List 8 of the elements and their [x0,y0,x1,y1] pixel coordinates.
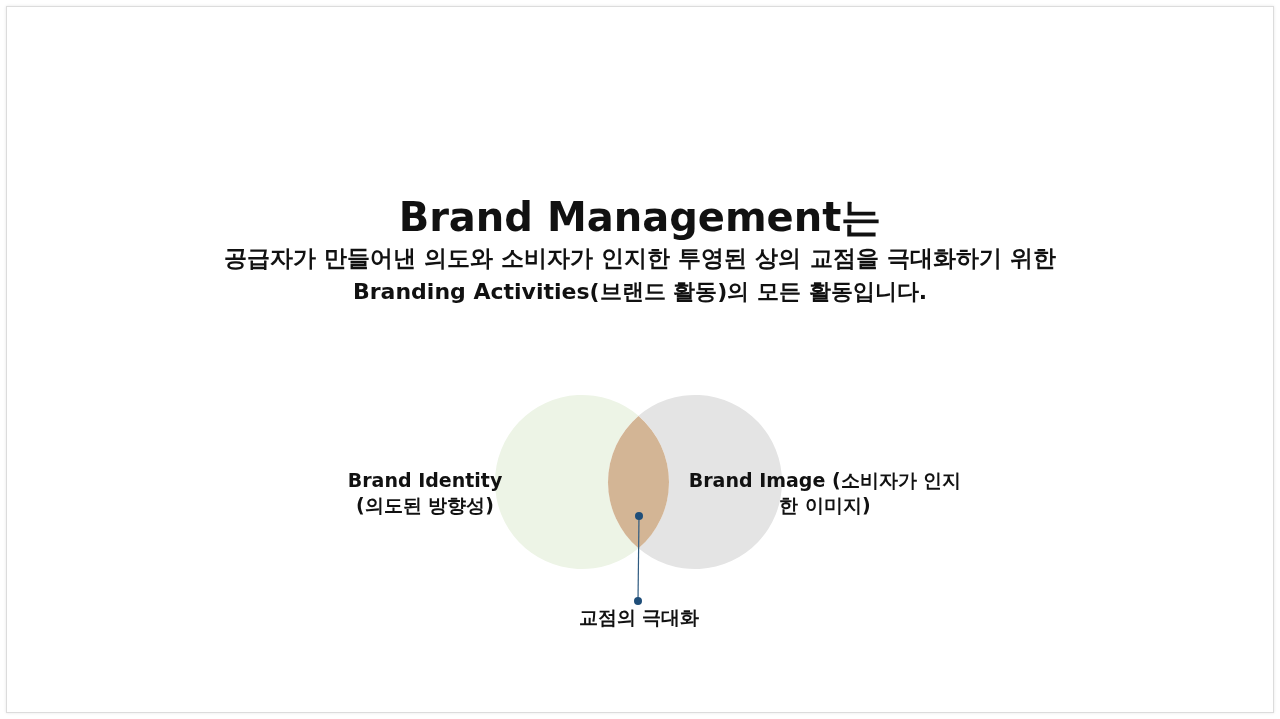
callout-text: 교점의 극대화 [560,605,718,635]
circle-label: Brand Image (소비자가 인지한 이미지) [687,468,963,518]
subtitle-text: Branding Activities(브랜드 활동)의 모든 활동입니다. [352,278,928,306]
leader-line [634,512,643,605]
title: Brand Management는 [397,193,883,242]
circle-label: Brand Identity (의도된 방향성) [346,468,504,518]
venn-intersection [608,415,669,549]
subtitle-text: 공급자가 만들어낸 의도와 소비자가 인지한 투영된 상의 교점을 극대화하기 위한 [223,244,1057,273]
